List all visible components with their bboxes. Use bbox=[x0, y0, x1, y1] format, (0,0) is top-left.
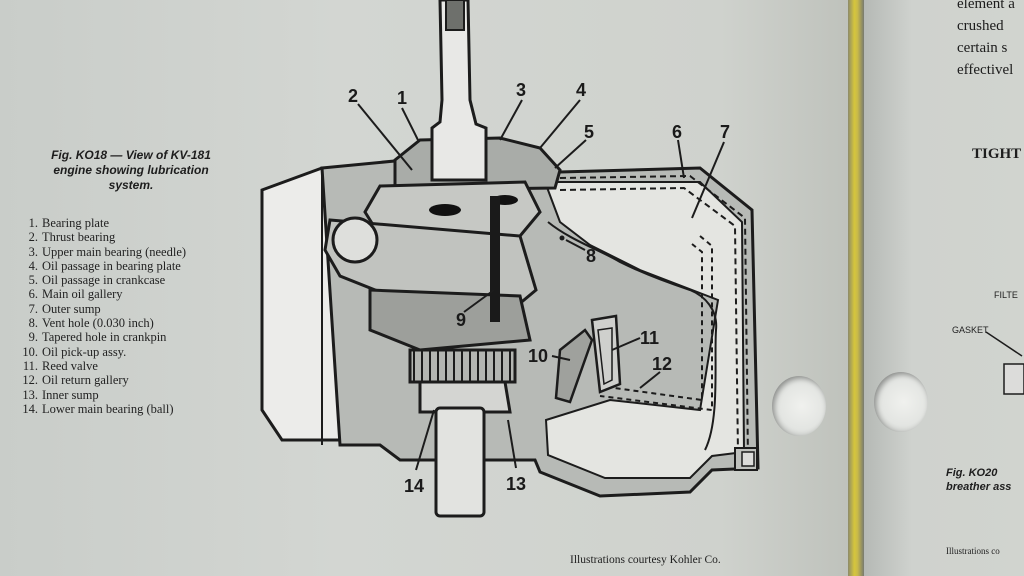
book-binding bbox=[848, 0, 864, 576]
callout-label: 1 bbox=[397, 88, 407, 108]
legend-item: 11.Reed valve bbox=[22, 358, 98, 373]
counterweight bbox=[368, 288, 532, 352]
oil-return-gallery bbox=[599, 235, 713, 412]
legend-item: 1.Bearing plate bbox=[28, 216, 109, 230]
legend-item: 8.Vent hole (0.030 inch) bbox=[28, 316, 154, 331]
illustration-credit: Illustrations courtesy Kohler Co. bbox=[570, 554, 721, 566]
binder-hole-left bbox=[772, 376, 826, 436]
caption-line: system. bbox=[108, 178, 154, 192]
legend-item: 9.Tapered hole in crankpin bbox=[28, 330, 167, 345]
right-section-heading: TIGHT bbox=[972, 146, 1022, 162]
callout-label: 3 bbox=[516, 80, 526, 100]
callout-label: 8 bbox=[586, 246, 596, 266]
main-oil-gallery bbox=[559, 174, 749, 461]
right-page bbox=[864, 0, 1024, 576]
legend-item: 5.Oil passage in crankcase bbox=[28, 273, 166, 288]
right-text-line: certain s bbox=[957, 40, 1008, 56]
legend-item: 7.Outer sump bbox=[28, 301, 101, 316]
legend-item: 13.Inner sump bbox=[22, 387, 99, 402]
outer-sump bbox=[543, 181, 746, 479]
right-illustration-credit: Illustrations co bbox=[946, 546, 1000, 556]
right-text-line: element a bbox=[957, 0, 1015, 12]
legend-item: 4.Oil passage in bearing plate bbox=[28, 258, 181, 273]
leader-lines bbox=[357, 99, 725, 471]
callout-label: 13 bbox=[506, 474, 526, 494]
lower-bearing-housing bbox=[418, 380, 512, 414]
callout-label: 12 bbox=[652, 354, 672, 374]
parts-legend: 1.Bearing plate 2.Thrust bearing 3.Upper… bbox=[20, 216, 186, 416]
callout-label: 2 bbox=[348, 86, 358, 106]
caption-line: Fig. KO20 bbox=[946, 467, 998, 479]
right-text-line: crushed bbox=[957, 18, 1004, 34]
caption-line: breather ass bbox=[946, 481, 1012, 493]
engine-lubrication-diagram: 1 2 3 4 5 6 7 8 9 10 11 12 13 14 bbox=[260, 0, 760, 518]
vent-hole bbox=[559, 235, 565, 241]
callout-label: 4 bbox=[576, 80, 586, 100]
right-figure-caption: Fig. KO20 breather ass bbox=[946, 466, 1011, 494]
oil-pickup-assembly bbox=[554, 328, 594, 404]
legend-item: 2.Thrust bearing bbox=[28, 230, 116, 245]
crankshaft-upper bbox=[430, 0, 488, 182]
oil-passage-tube bbox=[490, 196, 500, 322]
oil-level-line bbox=[547, 221, 718, 451]
gasket-label: GASKET bbox=[952, 325, 989, 335]
callout-label: 11 bbox=[640, 328, 659, 348]
breather-fragment bbox=[986, 331, 1024, 395]
caption-line: Fig. KO18 — View of KV-181 bbox=[51, 148, 211, 162]
legend-item: 12.Oil return gallery bbox=[22, 373, 129, 388]
callout-label: 10 bbox=[528, 346, 548, 366]
binder-hole-right bbox=[874, 372, 928, 432]
legend-item: 6.Main oil gallery bbox=[28, 287, 123, 302]
callout-label: 9 bbox=[456, 310, 466, 330]
caption-line: engine showing lubrication bbox=[53, 163, 209, 177]
figure-caption: Fig. KO18 — View of KV-181 engine showin… bbox=[18, 148, 244, 193]
crankshaft-threaded-end bbox=[445, 0, 465, 31]
crankshaft-lower bbox=[434, 406, 486, 518]
callout-label: 14 bbox=[404, 476, 424, 496]
callout-label: 5 bbox=[584, 122, 594, 142]
legend-item: 14.Lower main bearing (ball) bbox=[22, 401, 174, 416]
callout-label: 6 bbox=[672, 122, 682, 142]
legend-item: 3.Upper main bearing (needle) bbox=[28, 244, 187, 259]
legend-item: 10.Oil pick-up assy. bbox=[22, 344, 127, 359]
filter-label: FILTE bbox=[994, 290, 1018, 300]
right-text-line: effectivel bbox=[957, 62, 1014, 78]
callout-label: 7 bbox=[720, 122, 730, 142]
